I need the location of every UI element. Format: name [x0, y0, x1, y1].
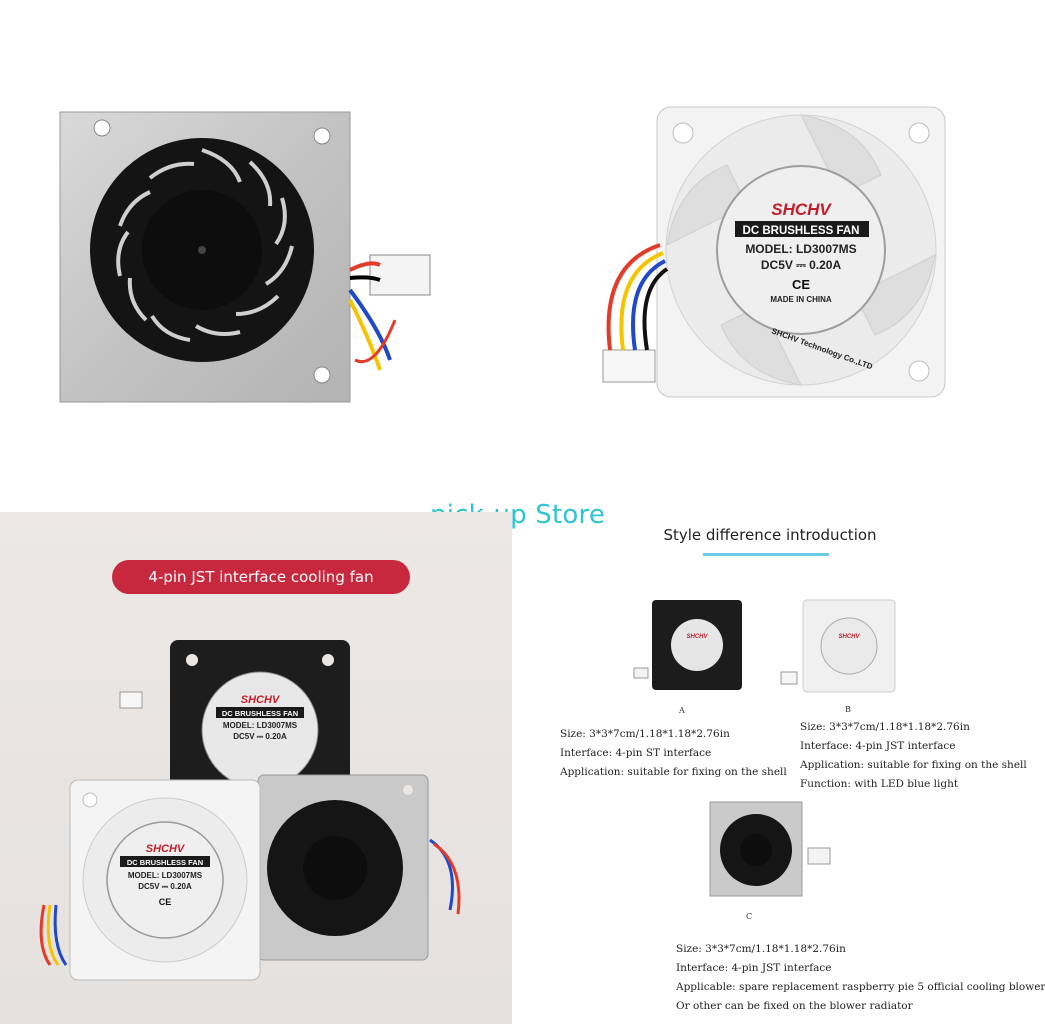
interface-banner: 4-pin JST interface cooling fan [112, 560, 410, 594]
spec-line: Function: with LED blue light [800, 778, 959, 790]
transparent-fan-photo: SHCHV DC BRUSHLESS FAN MODEL: LD3007MS D… [602, 106, 946, 398]
style-difference-title: Style difference introduction [663, 526, 877, 544]
svg-text:SHCHV: SHCHV [146, 843, 186, 855]
svg-text:CE: CE [159, 897, 172, 907]
variant-a-caption: A [679, 706, 685, 715]
svg-text:MODEL: LD3007MS: MODEL: LD3007MS [745, 242, 856, 256]
svg-text:SHCHV: SHCHV [241, 694, 281, 706]
svg-text:MODEL: LD3007MS: MODEL: LD3007MS [128, 871, 203, 880]
variant-b-specs: Size: 3*3*7cm/1.18*1.18*2.76in Interface… [800, 718, 1027, 794]
spec-line: Application: suitable for fixing on the … [800, 759, 1027, 771]
blower-fan-photo [59, 111, 431, 403]
spec-line: Size: 3*3*7cm/1.18*1.18*2.76in [560, 728, 730, 740]
svg-text:CE: CE [792, 277, 810, 292]
svg-text:DC5V ⎓ 0.20A: DC5V ⎓ 0.20A [138, 882, 192, 891]
svg-text:SHCHV: SHCHV [838, 634, 860, 640]
variant-a-image: SHCHV [633, 600, 742, 690]
variant-c-image [709, 801, 831, 897]
spec-line: Or other can be fixed on the blower radi… [676, 1000, 913, 1012]
svg-text:MODEL: LD3007MS: MODEL: LD3007MS [223, 721, 298, 730]
svg-text:DC5V ⎓ 0.20A: DC5V ⎓ 0.20A [233, 732, 287, 741]
spec-line: Size: 3*3*7cm/1.18*1.18*2.76in [676, 943, 846, 955]
svg-text:SHCHV: SHCHV [686, 634, 708, 640]
svg-text:DC BRUSHLESS FAN: DC BRUSHLESS FAN [222, 709, 298, 718]
spec-line: Application: suitable for fixing on the … [560, 766, 787, 778]
spec-line: Interface: 4-pin JST interface [800, 740, 956, 752]
spec-line: Applicable: spare replacement raspberry … [676, 981, 1045, 993]
title-underline [703, 553, 829, 556]
variant-b-caption: B [845, 705, 851, 714]
spec-line: Interface: 4-pin JST interface [676, 962, 832, 974]
variant-a-specs: Size: 3*3*7cm/1.18*1.18*2.76in Interface… [560, 725, 787, 782]
brand-logo-text: SHCHV [771, 200, 832, 219]
svg-text:MADE IN CHINA: MADE IN CHINA [770, 295, 832, 304]
variant-c-specs: Size: 3*3*7cm/1.18*1.18*2.76in Interface… [676, 940, 1045, 1016]
variant-b-image: SHCHV [780, 599, 896, 693]
svg-text:DC5V ⎓ 0.20A: DC5V ⎓ 0.20A [761, 258, 842, 272]
fan-combo-photo: SHCHV DC BRUSHLESS FAN MODEL: LD3007MS D… [39, 640, 461, 981]
variant-c-caption: C [746, 912, 753, 921]
spec-line: Interface: 4-pin ST interface [560, 747, 712, 759]
spec-line: Size: 3*3*7cm/1.18*1.18*2.76in [800, 721, 970, 733]
svg-text:DC BRUSHLESS FAN: DC BRUSHLESS FAN [743, 225, 860, 237]
svg-text:DC BRUSHLESS FAN: DC BRUSHLESS FAN [127, 858, 203, 867]
